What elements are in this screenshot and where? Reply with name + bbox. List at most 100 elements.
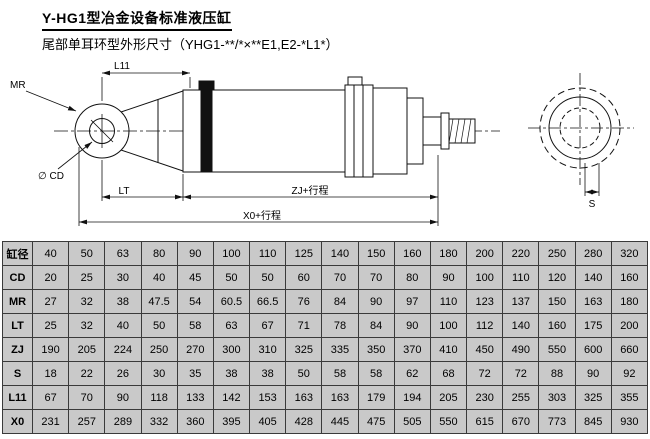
- table-cell: 205: [68, 337, 106, 362]
- cylinder-drawing: MR L11 ∅ CD LT ZJ+行程 X0+行程 S: [10, 61, 634, 226]
- table-cell: 88: [538, 361, 576, 386]
- table-cell: 63: [104, 241, 142, 266]
- table-cell: 92: [610, 361, 649, 386]
- table-cell: 26: [104, 361, 142, 386]
- table-cell: 80: [140, 241, 178, 266]
- table-cell: 54: [176, 289, 214, 314]
- table-cell: 410: [429, 337, 468, 362]
- table-cell: 38: [249, 361, 287, 386]
- table-cell: 140: [502, 313, 540, 338]
- table-cell: 160: [538, 313, 576, 338]
- table-cell: 50: [212, 265, 251, 290]
- table-cell: 231: [31, 409, 70, 434]
- dim-label-s: S: [589, 199, 596, 210]
- table-cell: 70: [321, 265, 359, 290]
- table-cell: 50: [249, 265, 287, 290]
- table-cell: 110: [249, 241, 287, 266]
- table-cell: 38: [212, 361, 251, 386]
- table-cell: 25: [31, 313, 70, 338]
- dim-label-lt: LT: [119, 186, 130, 197]
- row-header-cell: ZJ: [2, 337, 33, 362]
- table-cell: 30: [140, 361, 178, 386]
- table-cell: 84: [357, 313, 395, 338]
- table-cell: 30: [104, 265, 142, 290]
- table-cell: 325: [574, 385, 612, 410]
- table-cell: 100: [212, 241, 251, 266]
- table-cell: 32: [68, 289, 106, 314]
- table-cell: 80: [393, 265, 431, 290]
- table-cell: 325: [285, 337, 323, 362]
- table-cell: 257: [68, 409, 106, 434]
- gland: [406, 97, 424, 165]
- table-cell: 90: [104, 385, 142, 410]
- head-block: [372, 87, 408, 175]
- table-cell: 40: [31, 241, 70, 266]
- table-cell: 205: [429, 385, 468, 410]
- table-cell: 660: [610, 337, 649, 362]
- table-cell: 190: [31, 337, 70, 362]
- table-cell: 90: [429, 265, 468, 290]
- table-cell: 90: [176, 241, 214, 266]
- port-boss: [198, 80, 215, 91]
- table-cell: 163: [574, 289, 612, 314]
- table-cell: 475: [357, 409, 395, 434]
- head-flange: [344, 84, 374, 178]
- table-cell: 270: [176, 337, 214, 362]
- leader-mr: [25, 90, 77, 112]
- table-cell: 450: [466, 337, 504, 362]
- side-view: [54, 76, 500, 178]
- row-header-cell: X0: [2, 409, 33, 434]
- row-header-cell: L11: [2, 385, 33, 410]
- table-cell: 280: [574, 241, 612, 266]
- table-cell: 50: [68, 241, 106, 266]
- table-cell: 45: [176, 265, 214, 290]
- table-cell: 100: [466, 265, 504, 290]
- table-cell: 180: [429, 241, 468, 266]
- table-cell: 58: [176, 313, 214, 338]
- table-cell: 112: [466, 313, 504, 338]
- table-cell: 250: [140, 337, 178, 362]
- dim-label-zj: ZJ+行程: [292, 184, 329, 197]
- table-cell: 140: [321, 241, 359, 266]
- table-cell: 60: [285, 265, 323, 290]
- table-cell: 20: [31, 265, 70, 290]
- table-cell: 90: [574, 361, 612, 386]
- dim-label-x0: X0+行程: [243, 209, 281, 222]
- table-cell: 220: [502, 241, 540, 266]
- table-cell: 71: [285, 313, 323, 338]
- table-cell: 320: [610, 241, 649, 266]
- table-cell: 47.5: [140, 289, 178, 314]
- table-cell: 360: [176, 409, 214, 434]
- table-cell: 163: [321, 385, 359, 410]
- table-cell: 150: [538, 289, 576, 314]
- table-cell: 40: [104, 313, 142, 338]
- table-cell: 133: [176, 385, 214, 410]
- end-view-outer-circle: [539, 87, 621, 169]
- table-cell: 62: [393, 361, 431, 386]
- table-cell: 200: [610, 313, 649, 338]
- table-cell: 550: [429, 409, 468, 434]
- end-view-inner-circle: [559, 107, 601, 149]
- table-cell: 163: [285, 385, 323, 410]
- table-cell: 40: [140, 265, 178, 290]
- table-cell: 289: [104, 409, 142, 434]
- table-cell: 224: [104, 337, 142, 362]
- table-cell: 140: [574, 265, 612, 290]
- table-cell: 310: [249, 337, 287, 362]
- table-cell: 60.5: [212, 289, 251, 314]
- dim-label-cd: ∅ CD: [38, 171, 64, 182]
- table-cell: 35: [176, 361, 214, 386]
- table-cell: 773: [538, 409, 576, 434]
- end-view: [528, 73, 634, 196]
- row-header-cell: LT: [2, 313, 33, 338]
- table-cell: 38: [104, 289, 142, 314]
- table-cell: 100: [429, 313, 468, 338]
- table-cell: 303: [538, 385, 576, 410]
- table-cell: 230: [466, 385, 504, 410]
